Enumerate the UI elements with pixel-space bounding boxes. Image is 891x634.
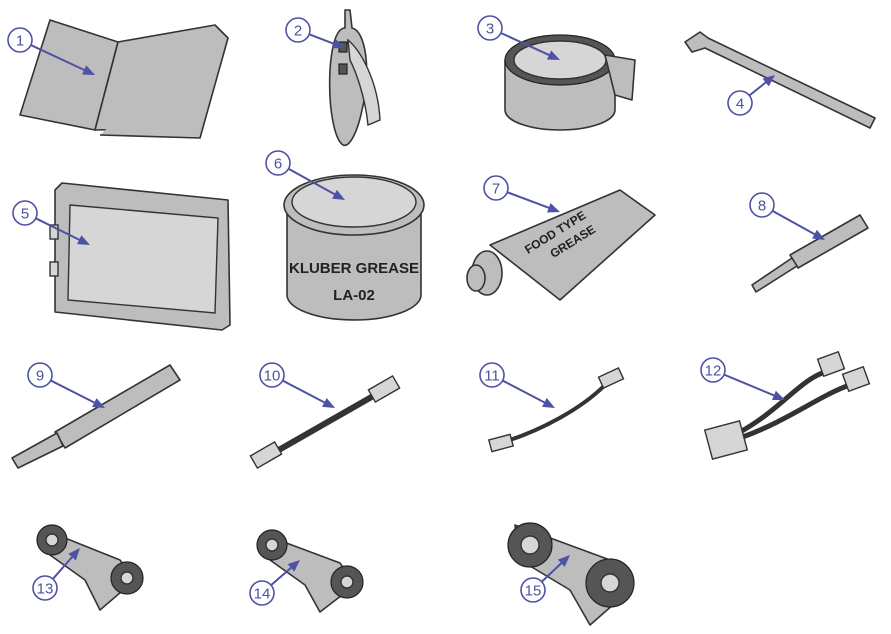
arrowhead-icon [557, 555, 570, 567]
callout-circle [285, 17, 311, 43]
hex-key [684, 31, 876, 129]
callout-circle [7, 27, 33, 53]
callout-leader-line [500, 32, 554, 58]
callout-6: 6 [265, 150, 345, 200]
arrowhead-icon [77, 235, 90, 245]
callout-15: 15 [520, 555, 570, 603]
callout-1: 1 [7, 27, 95, 75]
callout-circle [265, 150, 291, 176]
callout-9: 9 [27, 362, 105, 408]
tape-ring [504, 34, 636, 131]
callout-number: 2 [294, 23, 302, 40]
connector-cable [487, 366, 625, 453]
callout-circle [700, 357, 726, 383]
callout-number: 10 [264, 368, 281, 385]
roller-assembly-small [36, 524, 144, 611]
arrowhead-icon [762, 75, 775, 87]
callout-leader-line [30, 44, 89, 73]
callout-number: 8 [758, 198, 766, 215]
callout-number: 12 [705, 363, 722, 380]
callout-leader-line [502, 379, 549, 406]
callout-number: 11 [484, 368, 500, 385]
callout-14: 14 [249, 560, 300, 606]
callout-leader-line [748, 79, 770, 97]
callout-3: 3 [477, 15, 560, 60]
y-splitter-cable [703, 350, 871, 461]
callout-number: 6 [274, 156, 282, 173]
callout-leader-line [270, 564, 295, 586]
callout-number: 15 [525, 583, 542, 600]
callout-number: 4 [736, 96, 744, 113]
callout-circle [32, 575, 58, 601]
callout-4: 4 [727, 75, 775, 116]
callout-circle [727, 90, 753, 116]
grease-can: KLUBER GREASE LA-02 [283, 174, 425, 321]
callout-circle [477, 15, 503, 41]
callout-leader-line [288, 167, 339, 198]
callout-circle [27, 362, 53, 388]
callout-number: 1 [16, 33, 24, 50]
callout-leader-line [35, 217, 84, 243]
callout-number: 14 [254, 586, 271, 603]
callout-5: 5 [12, 200, 90, 245]
ribbon-cable [249, 374, 401, 470]
arrowhead-icon [542, 398, 555, 408]
can-label-line2: LA-02 [333, 287, 375, 304]
manual-book [19, 19, 229, 139]
grease-tube: FOOD TYPE GREASE [466, 189, 656, 301]
callout-leader-line [52, 553, 76, 580]
roller-assembly-large [507, 522, 635, 626]
roller-assembly-medium [256, 529, 364, 613]
arrowhead-icon [332, 39, 345, 49]
arrowhead-icon [287, 560, 300, 572]
callout-number: 9 [36, 368, 44, 385]
callout-13: 13 [32, 548, 80, 601]
arrowhead-icon [772, 390, 785, 400]
callout-circle [12, 200, 38, 226]
arrowhead-icon [547, 203, 560, 213]
arrowhead-icon [547, 50, 560, 60]
callout-circle [259, 362, 285, 388]
callout-leader-line [506, 191, 553, 211]
callout-leader-line [282, 379, 329, 406]
callout-number: 7 [492, 181, 500, 198]
callout-11: 11 [479, 362, 555, 408]
callout-number: 13 [37, 581, 54, 598]
arrowhead-icon [812, 229, 825, 240]
callout-leader-line [541, 559, 565, 583]
callout-circle [520, 577, 546, 603]
callout-circle [479, 362, 505, 388]
callout-circle [249, 580, 275, 606]
arrowhead-icon [92, 398, 105, 408]
arrowhead-icon [68, 548, 80, 561]
arrowhead-icon [82, 65, 95, 75]
callout-number: 5 [21, 206, 29, 223]
callout-8: 8 [749, 192, 825, 240]
callout-10: 10 [259, 362, 335, 408]
callout-number: 3 [486, 21, 494, 38]
callout-circle [749, 192, 775, 218]
pendant-remote [328, 9, 381, 146]
arrowhead-icon [322, 398, 335, 408]
arrowhead-icon [332, 189, 345, 200]
callout-7: 7 [483, 175, 560, 213]
callout-leader-line [50, 379, 99, 406]
pin-tool-large [11, 364, 181, 469]
battery-pack [49, 182, 231, 331]
callout-circle [483, 175, 509, 201]
callout-leader-line [772, 209, 819, 237]
pin-tool-small [751, 214, 869, 293]
callout-leader-line [308, 33, 338, 47]
callout-2: 2 [285, 17, 345, 49]
can-label-line1: KLUBER GREASE [289, 260, 419, 277]
callout-leader-line [723, 373, 778, 398]
callout-12: 12 [700, 357, 785, 400]
